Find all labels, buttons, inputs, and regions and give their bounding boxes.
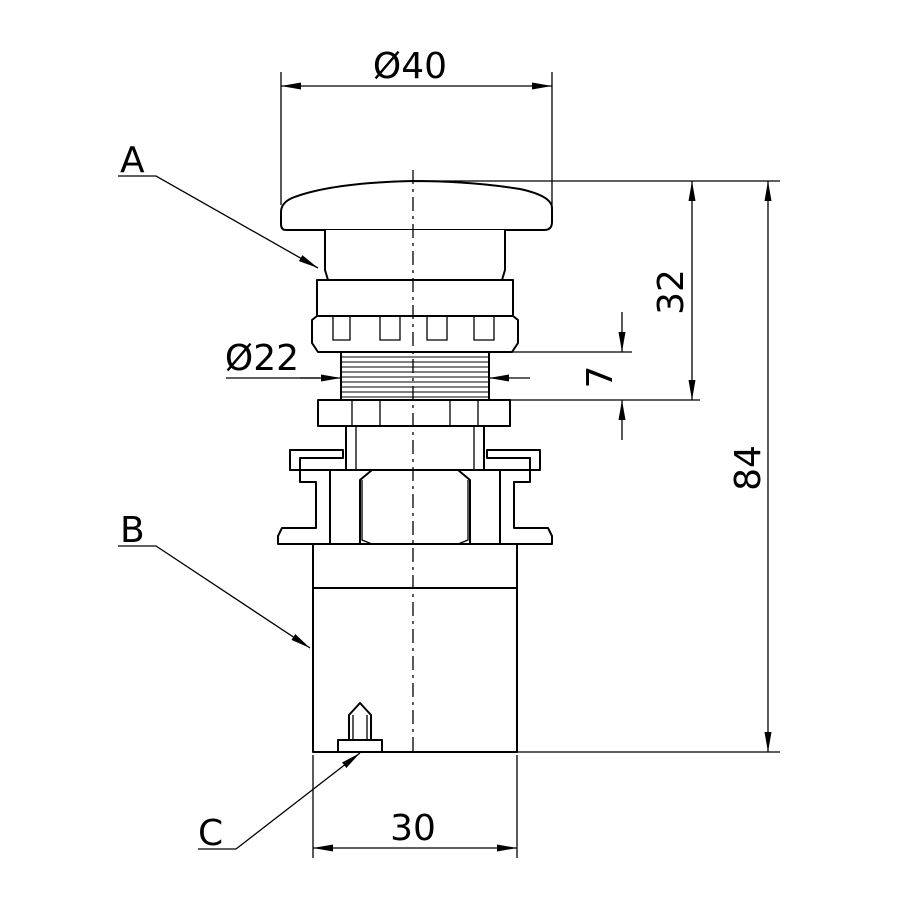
terminal-screw	[348, 702, 372, 741]
thread-lines	[341, 356, 489, 398]
contact-body-upper	[312, 543, 518, 589]
dim-head-height: 32	[651, 269, 692, 315]
head-stem	[324, 230, 506, 281]
dim-total-height: 84	[728, 445, 769, 491]
dimensions: Ø40 Ø22 7 32 84 30	[225, 46, 780, 858]
bezel-ring	[316, 279, 514, 317]
hex-nut	[317, 399, 511, 427]
dim-body-width: 30	[390, 808, 436, 849]
contact-block	[312, 587, 518, 753]
threaded-shank	[340, 351, 490, 401]
callouts: A B C	[118, 140, 361, 854]
callout-c: C	[198, 813, 223, 854]
callout-b: B	[120, 510, 145, 551]
mushroom-head	[280, 180, 553, 231]
neck	[345, 425, 485, 471]
dim-thread-diameter: Ø22	[225, 338, 299, 379]
bezel-teeth	[311, 315, 519, 353]
dim-head-diameter: Ø40	[373, 46, 447, 87]
adapter-core	[329, 469, 501, 545]
dim-panel-thickness: 7	[580, 366, 621, 389]
callout-a: A	[120, 140, 145, 181]
terminal-washer	[337, 739, 383, 753]
pushbutton-drawing	[277, 170, 553, 753]
bezel-slots	[332, 316, 495, 341]
